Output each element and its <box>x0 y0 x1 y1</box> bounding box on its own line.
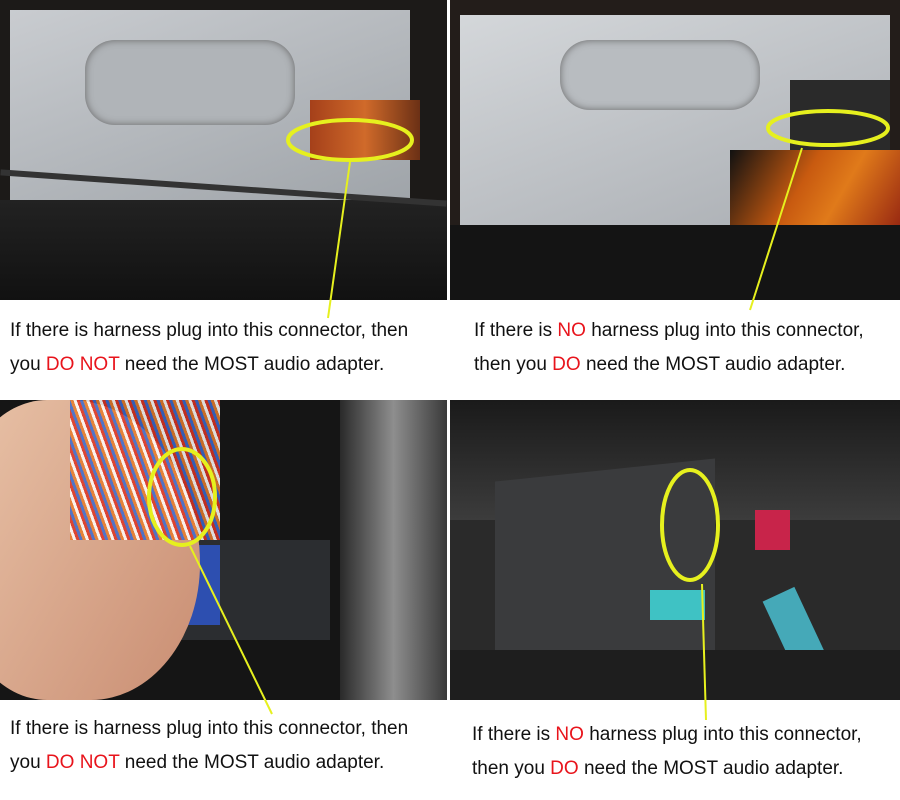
caption-emphasis: DO NOT <box>45 354 120 375</box>
caption-emphasis: DO <box>552 354 581 375</box>
pointer-line <box>701 583 707 721</box>
caption-text: need the MOST audio adapter. <box>580 354 846 375</box>
caption-text: If there is harness plug into this conne… <box>10 320 409 341</box>
caption-text: need the MOST audio adapter. <box>119 752 385 773</box>
highlight-ellipse <box>660 468 720 582</box>
photo-radio-back-without-harness <box>450 0 900 300</box>
caption-text: then you <box>474 354 553 375</box>
caption-text: you <box>10 752 46 773</box>
caption-text: harness plug into this connector, <box>585 320 864 341</box>
caption-bottom-right: If there is NO harness plug into this co… <box>472 718 862 786</box>
caption-emphasis: DO <box>550 758 579 779</box>
pointer-line <box>189 545 273 715</box>
photo-connector-without-harness <box>450 400 900 700</box>
caption-text: you <box>10 354 46 375</box>
pointer-line <box>327 161 351 319</box>
highlight-ellipse <box>147 447 217 547</box>
pointer-line <box>749 147 803 311</box>
caption-text: If there is <box>474 320 558 341</box>
caption-bottom-left: If there is harness plug into this conne… <box>10 712 408 780</box>
caption-text: then you <box>472 758 551 779</box>
photo-radio-back-with-harness <box>0 0 447 300</box>
caption-text: If there is harness plug into this conne… <box>10 718 409 739</box>
caption-emphasis: NO <box>557 320 586 341</box>
caption-text: need the MOST audio adapter. <box>119 354 385 375</box>
caption-text: need the MOST audio adapter. <box>578 758 844 779</box>
caption-top-right: If there is NO harness plug into this co… <box>474 314 864 382</box>
caption-emphasis: NO <box>555 724 584 745</box>
caption-emphasis: DO NOT <box>45 752 120 773</box>
highlight-ellipse <box>286 118 414 162</box>
photo-connector-with-harness <box>0 400 447 700</box>
caption-top-left: If there is harness plug into this conne… <box>10 314 408 382</box>
caption-text: harness plug into this connector, <box>583 724 862 745</box>
highlight-ellipse <box>766 109 890 147</box>
caption-text: If there is <box>472 724 556 745</box>
